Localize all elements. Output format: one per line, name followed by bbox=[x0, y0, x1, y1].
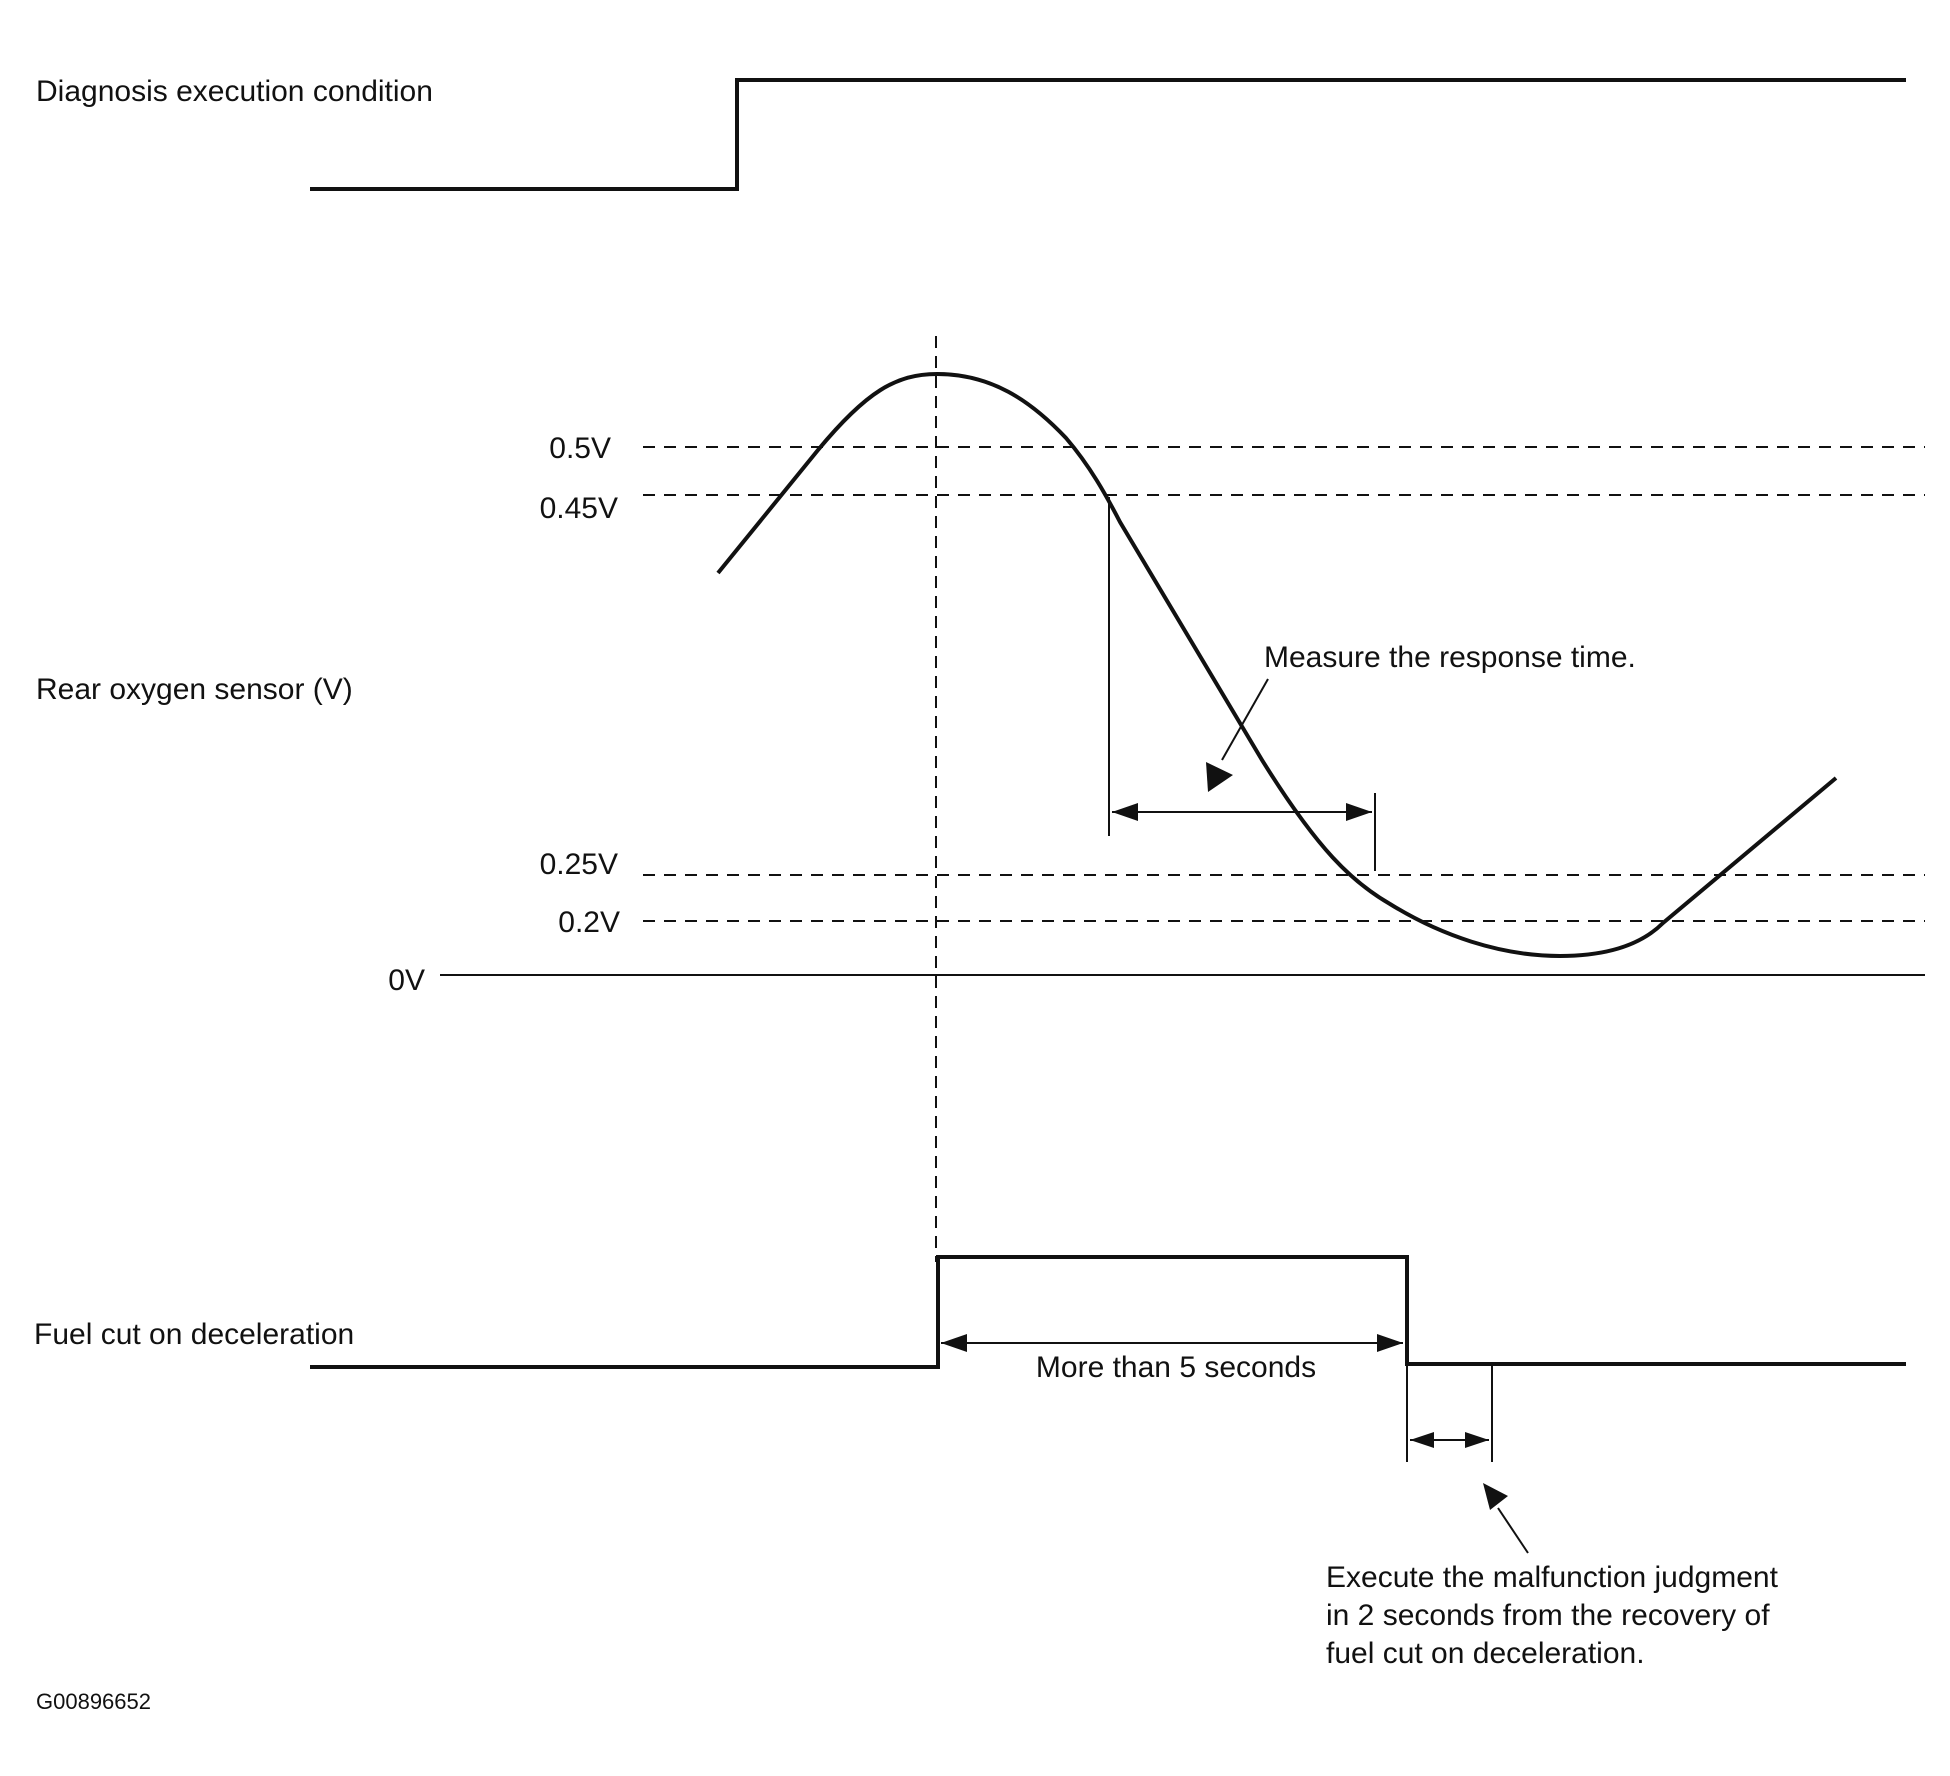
judgment-callout-line bbox=[1497, 1507, 1529, 1554]
figure-code: G00896652 bbox=[36, 1689, 151, 1714]
judgment-callout-arrowhead-icon bbox=[1483, 1483, 1508, 1510]
response-arrow-left-icon bbox=[1112, 803, 1138, 821]
judgment-annotation-line2: in 2 seconds from the recovery of bbox=[1326, 1599, 1770, 1632]
judgment-annotation-line3: fuel cut on deceleration. bbox=[1326, 1637, 1645, 1670]
level-label-0-45v: 0.45V bbox=[540, 492, 618, 525]
response-time-annotation: Measure the response time. bbox=[1264, 641, 1636, 674]
duration-arrow-right-icon bbox=[1377, 1334, 1403, 1352]
duration-arrow-left-icon bbox=[941, 1334, 967, 1352]
response-callout-arrowhead-icon bbox=[1206, 762, 1233, 792]
judgment-annotation-line1: Execute the malfunction judgment bbox=[1326, 1561, 1779, 1594]
response-arrow-right-icon bbox=[1346, 803, 1372, 821]
diagnosis-condition-label: Diagnosis execution condition bbox=[36, 75, 433, 108]
level-label-0-5v: 0.5V bbox=[549, 432, 611, 465]
fuel-cut-signal bbox=[310, 1255, 1906, 1369]
level-label-0-25v: 0.25V bbox=[540, 848, 618, 881]
rear-oxygen-sensor-label: Rear oxygen sensor (V) bbox=[36, 673, 353, 706]
judgment-arrow-left-icon bbox=[1410, 1432, 1434, 1448]
rear-oxygen-sensor-signal bbox=[716, 371, 1838, 959]
duration-annotation: More than 5 seconds bbox=[1036, 1351, 1316, 1384]
judgment-arrow-right-icon bbox=[1465, 1432, 1489, 1448]
diagnosis-condition-signal bbox=[310, 78, 1906, 191]
level-label-0-2v: 0.2V bbox=[558, 906, 620, 939]
level-label-0v: 0V bbox=[388, 964, 425, 997]
fuel-cut-label: Fuel cut on deceleration bbox=[34, 1318, 354, 1351]
response-callout-line bbox=[1221, 678, 1269, 761]
